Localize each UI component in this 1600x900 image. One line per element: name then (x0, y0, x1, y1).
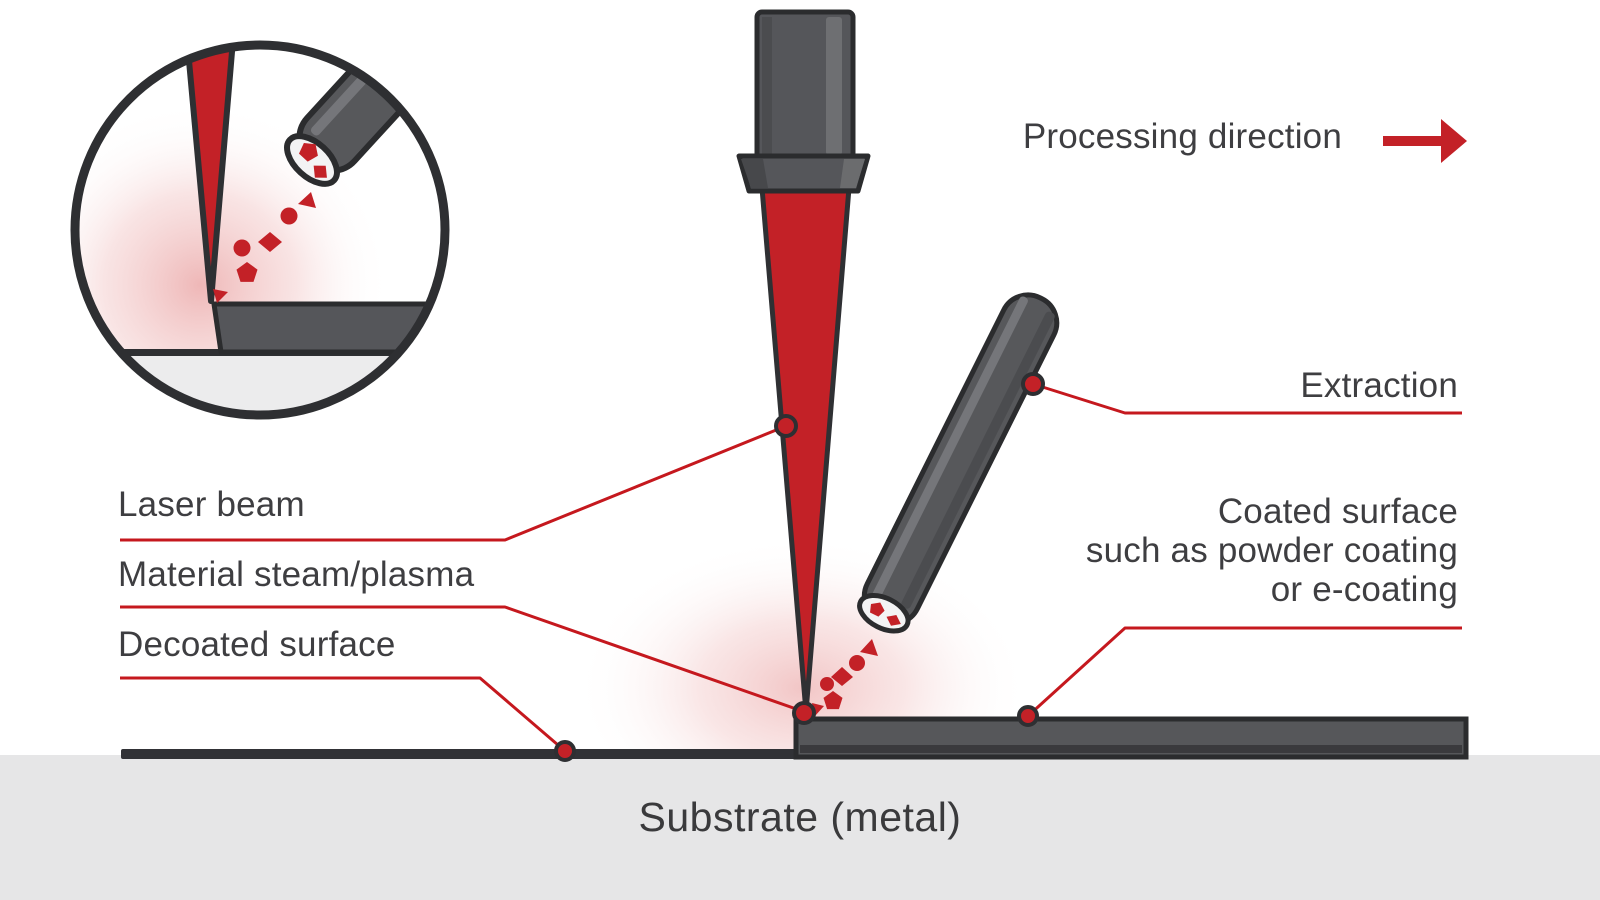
substrate-label: Substrate (metal) (638, 794, 962, 840)
extraction-dot (1021, 372, 1045, 396)
extraction-leader (1032, 382, 1462, 415)
inset-substrate (77, 353, 443, 413)
inset-particle-trail (213, 192, 316, 303)
laser-beam-leader (120, 424, 787, 542)
particle-trail (812, 639, 878, 716)
laser-beam-dot (774, 414, 798, 438)
coated-dot (1017, 705, 1039, 727)
inset-coating-slab (211, 301, 443, 355)
anchor-dots (554, 372, 1045, 762)
coated-surface-label-line3: or e-coating (1270, 570, 1458, 609)
coated-surface-bar (793, 716, 1469, 760)
inset-laser-beam (183, 47, 237, 304)
decoated-surface-label: Decoated surface (118, 625, 396, 664)
laser-head (736, 9, 871, 194)
material-steam-leader (120, 605, 803, 713)
coated-surface-label: Coated surface such as powder coating or… (1086, 492, 1458, 609)
detail-inset (70, 40, 450, 420)
laser-beam-label: Laser beam (118, 485, 305, 524)
coated-surface-label-line2: such as powder coating (1085, 531, 1458, 570)
extraction-nozzle (857, 292, 1060, 634)
substrate-band (0, 755, 1600, 900)
processing-direction-arrow (1383, 119, 1467, 163)
nozzle-opening (857, 592, 911, 634)
coated-surface-leader (1026, 626, 1462, 718)
processing-direction-label: Processing direction (1022, 117, 1342, 156)
extraction-label: Extraction (1300, 366, 1458, 405)
decoated-surface-line (121, 749, 797, 759)
process-point-dot (792, 701, 816, 725)
material-steam-label: Material steam/plasma (118, 555, 475, 594)
leader-lines (120, 382, 1462, 753)
decoated-surface-leader (120, 676, 566, 753)
coated-surface-label-line1: Coated surface (1217, 492, 1458, 531)
inset-circle-outline (70, 40, 450, 420)
decoated-dot (554, 740, 576, 762)
